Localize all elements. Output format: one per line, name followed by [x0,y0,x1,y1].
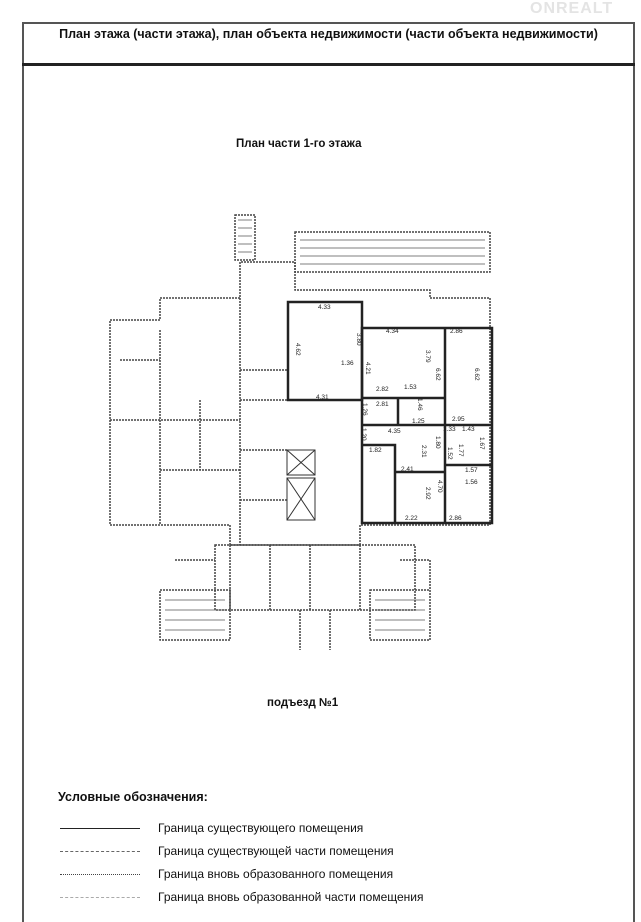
dimension-label: 1.25 [412,418,425,425]
legend-dash-dot-line [60,851,140,852]
dimension-label: 6.62 [473,368,480,381]
watermark: ONREALT [530,0,614,17]
plan-outline-walls [109,214,491,650]
dimension-label: 1.36 [341,360,354,367]
dimension-labels: 4.33 3.80 4.62 1.36 4.31 4.34 2.86 3.79 … [294,304,485,522]
legend-label: Граница вновь образованного помещения [158,867,394,881]
header-title: План этажа (части этажа), план объекта н… [59,27,598,41]
document-frame [22,22,635,922]
dimension-label: 2.86 [449,515,462,522]
dimension-label: 2.92 [424,487,431,500]
legend-solid-line [60,828,140,829]
dimension-label: 2.95 [452,416,465,423]
plan-title: План части 1-го этажа [236,138,362,150]
dimension-label: 2.82 [376,386,389,393]
dimension-label: 1.46 [416,398,423,411]
legend-label: Граница существующего помещения [158,821,364,835]
dimension-label: 1.52 [446,447,453,460]
legend-label: Граница существующей части помещения [158,844,394,858]
dimension-label: 6.62 [434,368,441,381]
dimension-label: 1.33 [443,426,456,433]
dimension-label: 1.53 [404,384,417,391]
dimension-label: 4.70 [436,480,443,493]
document-header: План этажа (части этажа), план объекта н… [22,22,635,66]
entrance-label: подъезд №1 [267,697,339,709]
legend-item: Граница вновь образованной части помещен… [60,890,480,906]
dimension-label: 4.31 [316,394,329,401]
legend-item: Граница вновь образованного помещения [60,867,480,883]
legend-item: Граница существующего помещения [60,821,480,837]
elevator-shafts [286,449,316,521]
legend-item: Граница существующей части помещения [60,844,480,860]
legend-title: Условные обозначения: [58,790,208,804]
dimension-label: 4.21 [364,362,371,375]
dimension-label: 3.79 [424,350,431,363]
dimension-label: 1.56 [465,479,478,486]
dimension-label: 1.26 [361,403,368,416]
legend-dotted-line [60,874,140,875]
dimension-label: 4.34 [386,328,399,335]
dimension-label: 1.82 [369,447,382,454]
dimension-label: 1.80 [434,436,441,449]
dimension-label: 2.81 [376,401,389,408]
apartment-walls [286,300,494,525]
dimension-label: 3.80 [355,333,362,346]
dimension-label: 1.43 [462,426,475,433]
dimension-label: 4.35 [388,428,401,435]
dimension-label: 2.31 [420,445,427,458]
dimension-label: 1.77 [457,444,464,457]
legend-dash-dot-light-line [60,897,140,898]
dimension-label: 1.67 [478,437,485,450]
legend-label: Граница вновь образованной части помещен… [158,890,424,904]
dimension-label: 1.20 [360,428,367,441]
dimension-label: 1.57 [465,467,478,474]
dimension-label: 4.33 [318,304,331,311]
stairs [165,219,485,631]
dimension-label: 4.62 [294,343,301,356]
dimension-label: 2.86 [450,328,463,335]
dimension-label: 2.22 [405,515,418,522]
dimension-label: 2.41 [401,466,414,473]
